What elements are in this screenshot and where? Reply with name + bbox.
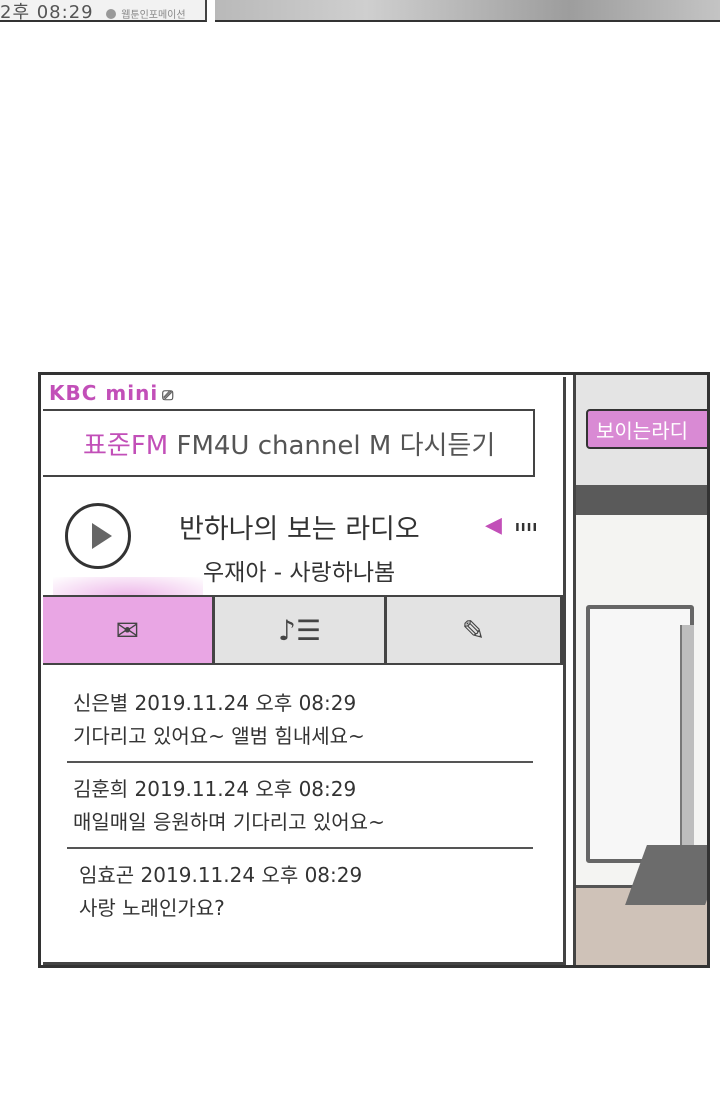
- tab-playlist[interactable]: ♪☰: [215, 597, 387, 663]
- channel-title: 표준FM FM4U channel M 다시듣기: [83, 425, 495, 462]
- watermark-logo-icon: [106, 9, 116, 19]
- song-title: 우재아 - 사랑하나봄: [203, 560, 396, 586]
- envelope-icon: ✉: [115, 613, 140, 647]
- music-list-icon: ♪☰: [278, 613, 321, 647]
- video-camera-icon: ⎚: [162, 388, 175, 404]
- message-text: 기다리고 있어요~ 앨범 힘내세요~: [73, 724, 365, 748]
- divider: [67, 761, 533, 763]
- channel-title-highlight: 표준FM: [83, 431, 169, 461]
- status-time: 2후 08:29: [0, 2, 94, 23]
- list-item: 임효곤 2019.11.24 오후 08:29 사랑 노래인가요?: [79, 859, 539, 921]
- play-button[interactable]: [65, 503, 131, 569]
- background-scene: [573, 375, 707, 965]
- message-meta: 임효곤 2019.11.24 오후 08:29: [79, 863, 363, 887]
- monitor: [586, 605, 694, 863]
- pencil-icon: ✎: [461, 613, 486, 647]
- channel-title-rest: FM4U channel M 다시듣기: [168, 431, 496, 461]
- message-text: 사랑 노래인가요?: [79, 896, 225, 920]
- visible-radio-badge: 보이는라디: [586, 409, 707, 449]
- app-brand: KBC mini⎚: [49, 381, 174, 405]
- message-text: 매일매일 응원하며 기다리고 있어요~: [73, 810, 385, 834]
- watermark-text: 웹툰인포메이션: [121, 10, 186, 21]
- radio-app-window: KBC mini⎚ 표준FM FM4U channel M 다시듣기 반하나의 …: [43, 377, 566, 965]
- top-strip: 2후 08:29 웹툰인포메이션: [0, 0, 720, 30]
- volume-level: ıııı: [515, 519, 539, 535]
- brand-label: KBC mini: [49, 381, 159, 405]
- message-list: 신은별 2019.11.24 오후 08:29 기다리고 있어요~ 앨범 힘내세…: [43, 667, 563, 962]
- show-name: 반하나의 보는 라디오: [179, 514, 420, 545]
- speaker-icon[interactable]: ◀: [485, 513, 502, 538]
- list-item: 신은별 2019.11.24 오후 08:29 기다리고 있어요~ 앨범 힘내세…: [67, 687, 533, 763]
- now-playing: 반하나의 보는 라디오 우재아 - 사랑하나봄 ◀ ıııı: [43, 477, 563, 595]
- tab-write[interactable]: ✎: [387, 597, 563, 663]
- divider: [67, 847, 533, 849]
- previous-panel-left: [0, 0, 207, 22]
- tab-bar: ✉ ♪☰ ✎: [43, 595, 563, 665]
- monitor-stand: [680, 625, 694, 885]
- channel-title-bar: 표준FM FM4U channel M 다시듣기: [43, 409, 535, 477]
- watermark: 웹툰인포메이션: [106, 6, 186, 21]
- message-meta: 김훈희 2019.11.24 오후 08:29: [73, 777, 357, 801]
- comic-panel: 보이는라디 KBC mini⎚ 표준FM FM4U channel M 다시듣기…: [38, 372, 710, 968]
- previous-panel: [215, 0, 720, 22]
- tab-messages[interactable]: ✉: [43, 597, 215, 663]
- wall-strip: [576, 485, 707, 515]
- list-item: 김훈희 2019.11.24 오후 08:29 매일매일 응원하며 기다리고 있…: [67, 773, 533, 849]
- message-meta: 신은별 2019.11.24 오후 08:29: [73, 691, 357, 715]
